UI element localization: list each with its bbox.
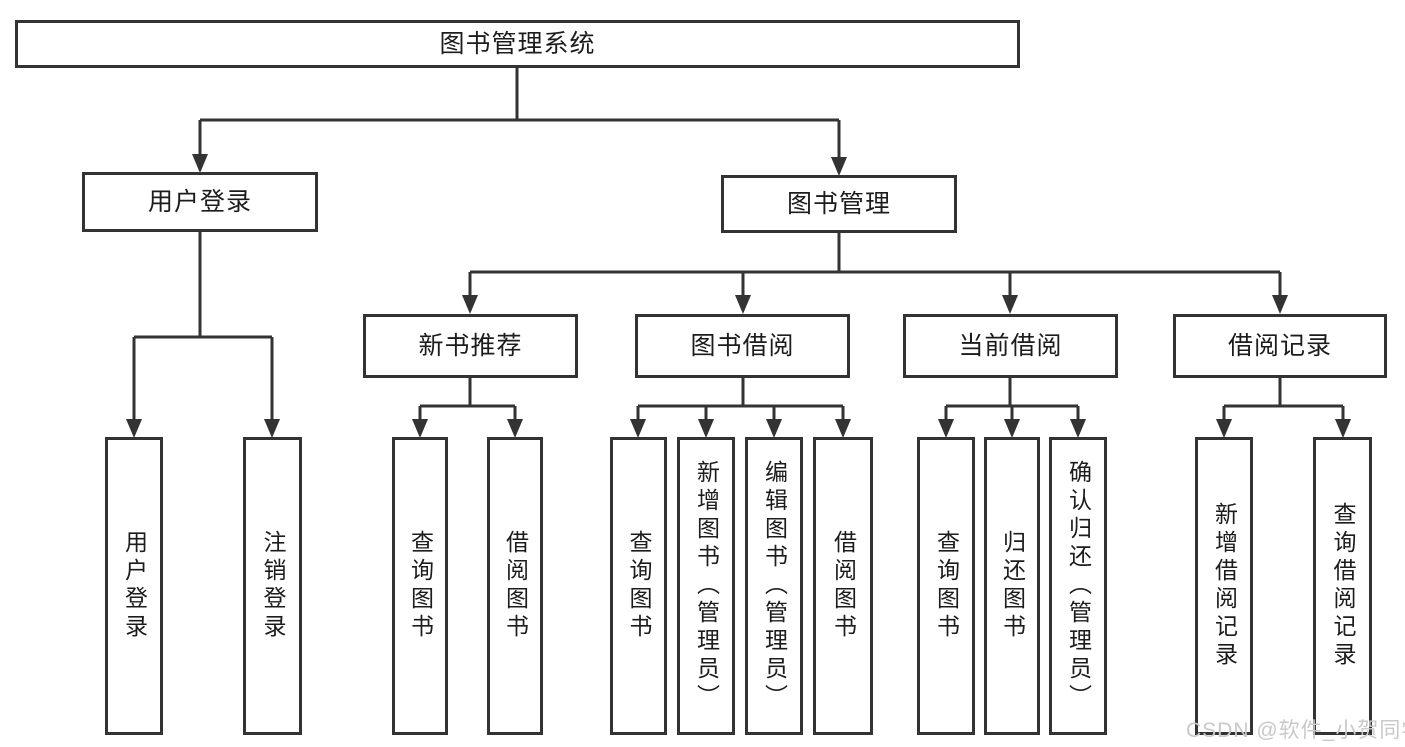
arrowhead-down-icon xyxy=(938,419,954,438)
node-label: 图书管理系统 xyxy=(439,29,596,58)
node-label: 图书借阅 xyxy=(690,331,795,360)
arrowhead-down-icon xyxy=(126,419,142,438)
leaf-borrow-book: 借阅图书 xyxy=(813,437,873,735)
connector-root-to-level2 xyxy=(198,66,841,173)
arrowhead-down-icon xyxy=(1272,295,1288,314)
arrowhead-down-icon xyxy=(831,157,847,176)
leaf-borrow-book-recommend: 借阅图书 xyxy=(487,437,543,735)
node-label: 查询图书 xyxy=(933,530,960,642)
node-book-management: 图书管理 xyxy=(721,175,957,233)
connector-book-mgmt-to-level3 xyxy=(468,231,1282,311)
leaf-confirm-return-admin: 确认归还（管理员） xyxy=(1049,437,1107,735)
leaf-query-book-borrow: 查询图书 xyxy=(610,437,667,735)
arrowhead-down-icon xyxy=(835,419,851,438)
leaf-query-borrow-record: 查询借阅记录 xyxy=(1313,437,1372,735)
arrowhead-down-icon xyxy=(412,419,428,438)
node-label: 注销登录 xyxy=(260,530,286,642)
node-label: 确认归还（管理员） xyxy=(1065,460,1092,712)
connector-new-book-to-leaves xyxy=(418,376,517,434)
leaf-user-login: 用户登录 xyxy=(105,437,163,735)
leaf-query-book-current: 查询图书 xyxy=(917,437,975,735)
node-label: 新书推荐 xyxy=(418,331,523,360)
arrowhead-down-icon xyxy=(1070,419,1086,438)
node-label: 编辑图书（管理员） xyxy=(761,460,788,712)
watermark: CSDN @软件_小贺同学 xyxy=(1186,719,1405,742)
leaf-query-book-recommend: 查询图书 xyxy=(392,437,448,735)
node-label: 借阅记录 xyxy=(1227,331,1332,360)
node-label: 归还图书 xyxy=(999,530,1026,642)
arrowhead-down-icon xyxy=(630,419,646,438)
arrowhead-down-icon xyxy=(1216,419,1232,438)
arrowhead-down-icon xyxy=(735,295,751,314)
node-label: 图书管理 xyxy=(786,189,891,218)
node-label: 用户登录 xyxy=(121,530,148,642)
node-label: 用户登录 xyxy=(147,187,252,216)
connector-current-borrow-to-leaves xyxy=(944,376,1080,434)
node-label: 新增图书（管理员） xyxy=(693,460,720,712)
arrowhead-down-icon xyxy=(462,295,478,314)
connector-user-login-to-leaves xyxy=(132,230,274,434)
arrowhead-down-icon xyxy=(192,154,208,173)
leaf-logout: 注销登录 xyxy=(243,437,302,735)
leaf-add-borrow-record: 新增借阅记录 xyxy=(1195,437,1253,735)
node-label: 新增借阅记录 xyxy=(1211,502,1238,670)
node-user-login: 用户登录 xyxy=(82,172,318,232)
node-label: 查询图书 xyxy=(626,530,652,642)
arrowhead-down-icon xyxy=(698,419,714,438)
arrowhead-down-icon xyxy=(1002,295,1018,314)
node-current-borrow: 当前借阅 xyxy=(903,314,1118,378)
arrowhead-down-icon xyxy=(1004,419,1020,438)
node-label: 借阅图书 xyxy=(502,530,529,642)
leaf-return-book: 归还图书 xyxy=(984,437,1040,735)
node-new-book-recommend: 新书推荐 xyxy=(363,314,578,378)
connector-book-borrow-to-leaves xyxy=(636,376,845,434)
node-borrow-record: 借阅记录 xyxy=(1173,314,1387,378)
node-label: 查询图书 xyxy=(407,530,434,642)
node-book-borrow: 图书借阅 xyxy=(635,314,850,378)
arrowhead-down-icon xyxy=(507,419,523,438)
arrowhead-down-icon xyxy=(264,419,280,438)
node-system-root: 图书管理系统 xyxy=(15,20,1020,68)
connector-borrow-record-to-leaves xyxy=(1222,376,1345,434)
node-label: 借阅图书 xyxy=(830,530,857,642)
node-label: 当前借阅 xyxy=(958,331,1063,360)
arrowhead-down-icon xyxy=(1335,419,1351,438)
node-label: 查询借阅记录 xyxy=(1330,502,1356,670)
arrowhead-down-icon xyxy=(766,419,782,438)
leaf-edit-book-admin: 编辑图书（管理员） xyxy=(745,437,803,735)
leaf-add-book-admin: 新增图书（管理员） xyxy=(677,437,735,735)
